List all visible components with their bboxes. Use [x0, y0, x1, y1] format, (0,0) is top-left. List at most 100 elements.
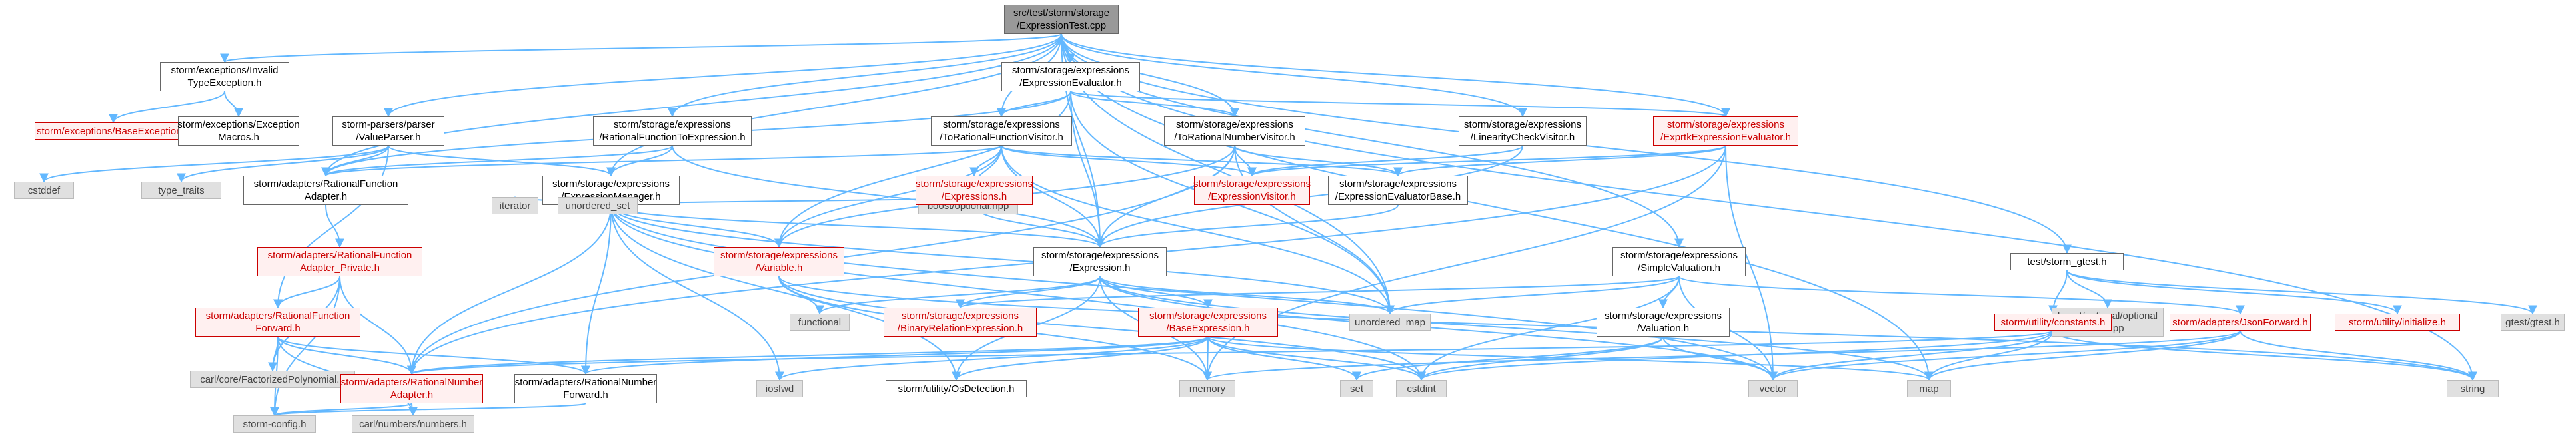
edge-n32-to-n42	[1207, 336, 1934, 381]
edge-n29-to-n32	[1099, 276, 1213, 309]
node-n29[interactable]: storm/storage/expressions /Expression.h	[1033, 247, 1167, 276]
edge-n21-to-n28	[1393, 145, 1726, 177]
edge-root-to-n19	[1061, 33, 1239, 118]
edge-n45-to-n12	[407, 330, 2054, 375]
edge-n39-to-n46	[1678, 276, 2245, 315]
edge-n29-to-n30	[815, 276, 1101, 315]
edge-root-to-n42	[1061, 33, 1934, 381]
node-n34: iosfwd	[756, 380, 803, 397]
node-n41: vector	[1748, 380, 1798, 397]
node-n33: unordered_map	[1349, 314, 1431, 331]
node-n27[interactable]: storm/storage/expressions /ExpressionVis…	[1193, 176, 1311, 205]
edge-n18-to-n7	[321, 145, 1002, 177]
node-n38: cstdint	[1396, 380, 1447, 397]
node-n1[interactable]: storm/exceptions/Invalid TypeException.h	[160, 62, 289, 91]
node-n23: unordered_set	[558, 197, 638, 214]
edge-n17-to-n38	[610, 204, 1426, 381]
node-n13: carl/numbers/numbers.h	[352, 415, 474, 433]
node-n20[interactable]: storm/storage/expressions /LinearityChec…	[1459, 116, 1587, 146]
edge-n17-to-n14	[581, 204, 612, 375]
edge-n9-to-n12	[277, 336, 416, 375]
edge-n15-to-n21	[1070, 91, 1730, 118]
node-n24[interactable]: storm/storage/expressions /Variable.h	[714, 247, 844, 276]
edge-n32-to-n36	[1203, 336, 1213, 381]
edge-n18-to-n28	[1001, 145, 1403, 177]
edge-root-to-n4	[384, 33, 1062, 118]
edge-n43-to-n48	[2066, 270, 2537, 315]
node-n46[interactable]: storm/adapters/JsonForward.h	[2170, 314, 2311, 331]
node-root[interactable]: src/test/storm/storage /ExpressionTest.c…	[1004, 5, 1119, 34]
node-n4[interactable]: storm-parsers/parser /ValueParser.h	[332, 116, 444, 146]
edge-n16-to-n7	[321, 145, 673, 177]
node-n22: iterator	[492, 197, 538, 214]
edge-n19-to-n28	[1234, 145, 1403, 177]
node-n28[interactable]: storm/storage/expressions /ExpressionEva…	[1328, 176, 1468, 205]
node-n40[interactable]: storm/storage/expressions /Valuation.h	[1597, 308, 1730, 337]
edge-n18-to-n24	[774, 145, 1002, 248]
node-n37: set	[1340, 380, 1373, 397]
edge-n4-to-n6	[177, 145, 389, 183]
edge-n9-to-n14	[277, 336, 590, 375]
edge-n32-to-n38	[1207, 336, 1426, 381]
edge-root-to-n49	[1061, 33, 2477, 381]
edge-n32-to-n35	[952, 336, 1209, 381]
node-n47[interactable]: storm/utility/initialize.h	[2335, 314, 2460, 331]
edge-n15-to-n18	[997, 91, 1071, 118]
node-n14[interactable]: storm/adapters/RationalNumber Forward.h	[514, 374, 657, 403]
edge-n40-to-n41	[1662, 336, 1778, 381]
edge-root-to-n21	[1061, 33, 1730, 118]
node-n9[interactable]: storm/adapters/RationalFunction Forward.…	[195, 308, 360, 337]
edge-n17-to-n35	[610, 204, 961, 381]
node-n19[interactable]: storm/storage/expressions /ToRationalNum…	[1164, 116, 1305, 146]
node-n26[interactable]: storm/storage/expressions /Expressions.h	[916, 176, 1033, 205]
node-n30: functional	[790, 314, 850, 331]
edge-root-to-n17	[606, 33, 1062, 177]
edge-n46-to-n36	[1203, 330, 2241, 381]
edge-n21-to-n41	[1725, 145, 1778, 381]
edge-n19-to-n33	[1234, 145, 1395, 315]
node-n7[interactable]: storm/adapters/RationalFunction Adapter.…	[243, 176, 408, 205]
edge-n32-to-n14	[581, 336, 1209, 375]
edge-n21-to-n27	[1247, 145, 1726, 177]
edge-n24-to-n38	[778, 276, 1426, 381]
node-n21[interactable]: storm/storage/expressions /ExprtkExpress…	[1653, 116, 1798, 146]
node-n6: type_traits	[141, 182, 221, 199]
edge-n18-to-n29	[1001, 145, 1105, 248]
edge-n20-to-n27	[1247, 145, 1523, 177]
edge-n45-to-n49	[2052, 330, 2477, 381]
edge-n7-to-n8	[325, 204, 344, 248]
node-n45[interactable]: storm/utility/constants.h	[1994, 314, 2112, 331]
edge-n19-to-n29	[1095, 145, 1235, 248]
edge-n32-to-n12	[407, 336, 1209, 375]
node-n15[interactable]: storm/storage/expressions /ExpressionEva…	[1001, 62, 1140, 91]
edge-n46-to-n41	[1768, 330, 2241, 381]
node-n18[interactable]: storm/storage/expressions /ToRationalFun…	[931, 116, 1072, 146]
edge-n29-to-n31	[956, 276, 1101, 309]
edge-n29-to-n33	[1099, 276, 1395, 315]
edge-n32-to-n37	[1207, 336, 1361, 381]
node-n48: gtest/gtest.h	[2501, 314, 2565, 331]
node-n16[interactable]: storm/storage/expressions /RationalFunct…	[593, 116, 752, 146]
edge-n16-to-n29	[672, 145, 1105, 248]
node-n32[interactable]: storm/storage/expressions /BaseExpressio…	[1138, 308, 1278, 337]
node-n35[interactable]: storm/utility/OsDetection.h	[886, 380, 1027, 397]
node-n8[interactable]: storm/adapters/RationalFunction Adapter_…	[257, 247, 422, 276]
edge-n40-to-n38	[1417, 336, 1664, 381]
edge-n46-to-n49	[2240, 330, 2477, 381]
edge-root-to-n20	[1061, 33, 1527, 118]
node-n12[interactable]: storm/adapters/RationalNumber Adapter.h	[340, 374, 483, 403]
node-n10: carl/core/FactorizedPolynomial.h	[190, 371, 355, 388]
node-n3[interactable]: storm/exceptions/Exception Macros.h	[177, 116, 300, 146]
edge-n17-to-n12	[407, 204, 612, 375]
edge-n1-to-n3	[224, 91, 243, 118]
node-n2[interactable]: storm/exceptions/BaseException.h	[35, 122, 192, 140]
edge-n15-to-n29	[1070, 91, 1105, 248]
node-n43[interactable]: test/storm_gtest.h	[2010, 253, 2124, 270]
edge-n39-to-n31	[956, 276, 1680, 309]
node-n31[interactable]: storm/storage/expressions /BinaryRelatio…	[884, 308, 1037, 337]
edge-n4-to-n5	[39, 145, 389, 183]
edge-n12-to-n11	[270, 403, 412, 417]
node-n39[interactable]: storm/storage/expressions /SimpleValuati…	[1612, 247, 1746, 276]
edge-root-to-n1	[220, 33, 1062, 63]
